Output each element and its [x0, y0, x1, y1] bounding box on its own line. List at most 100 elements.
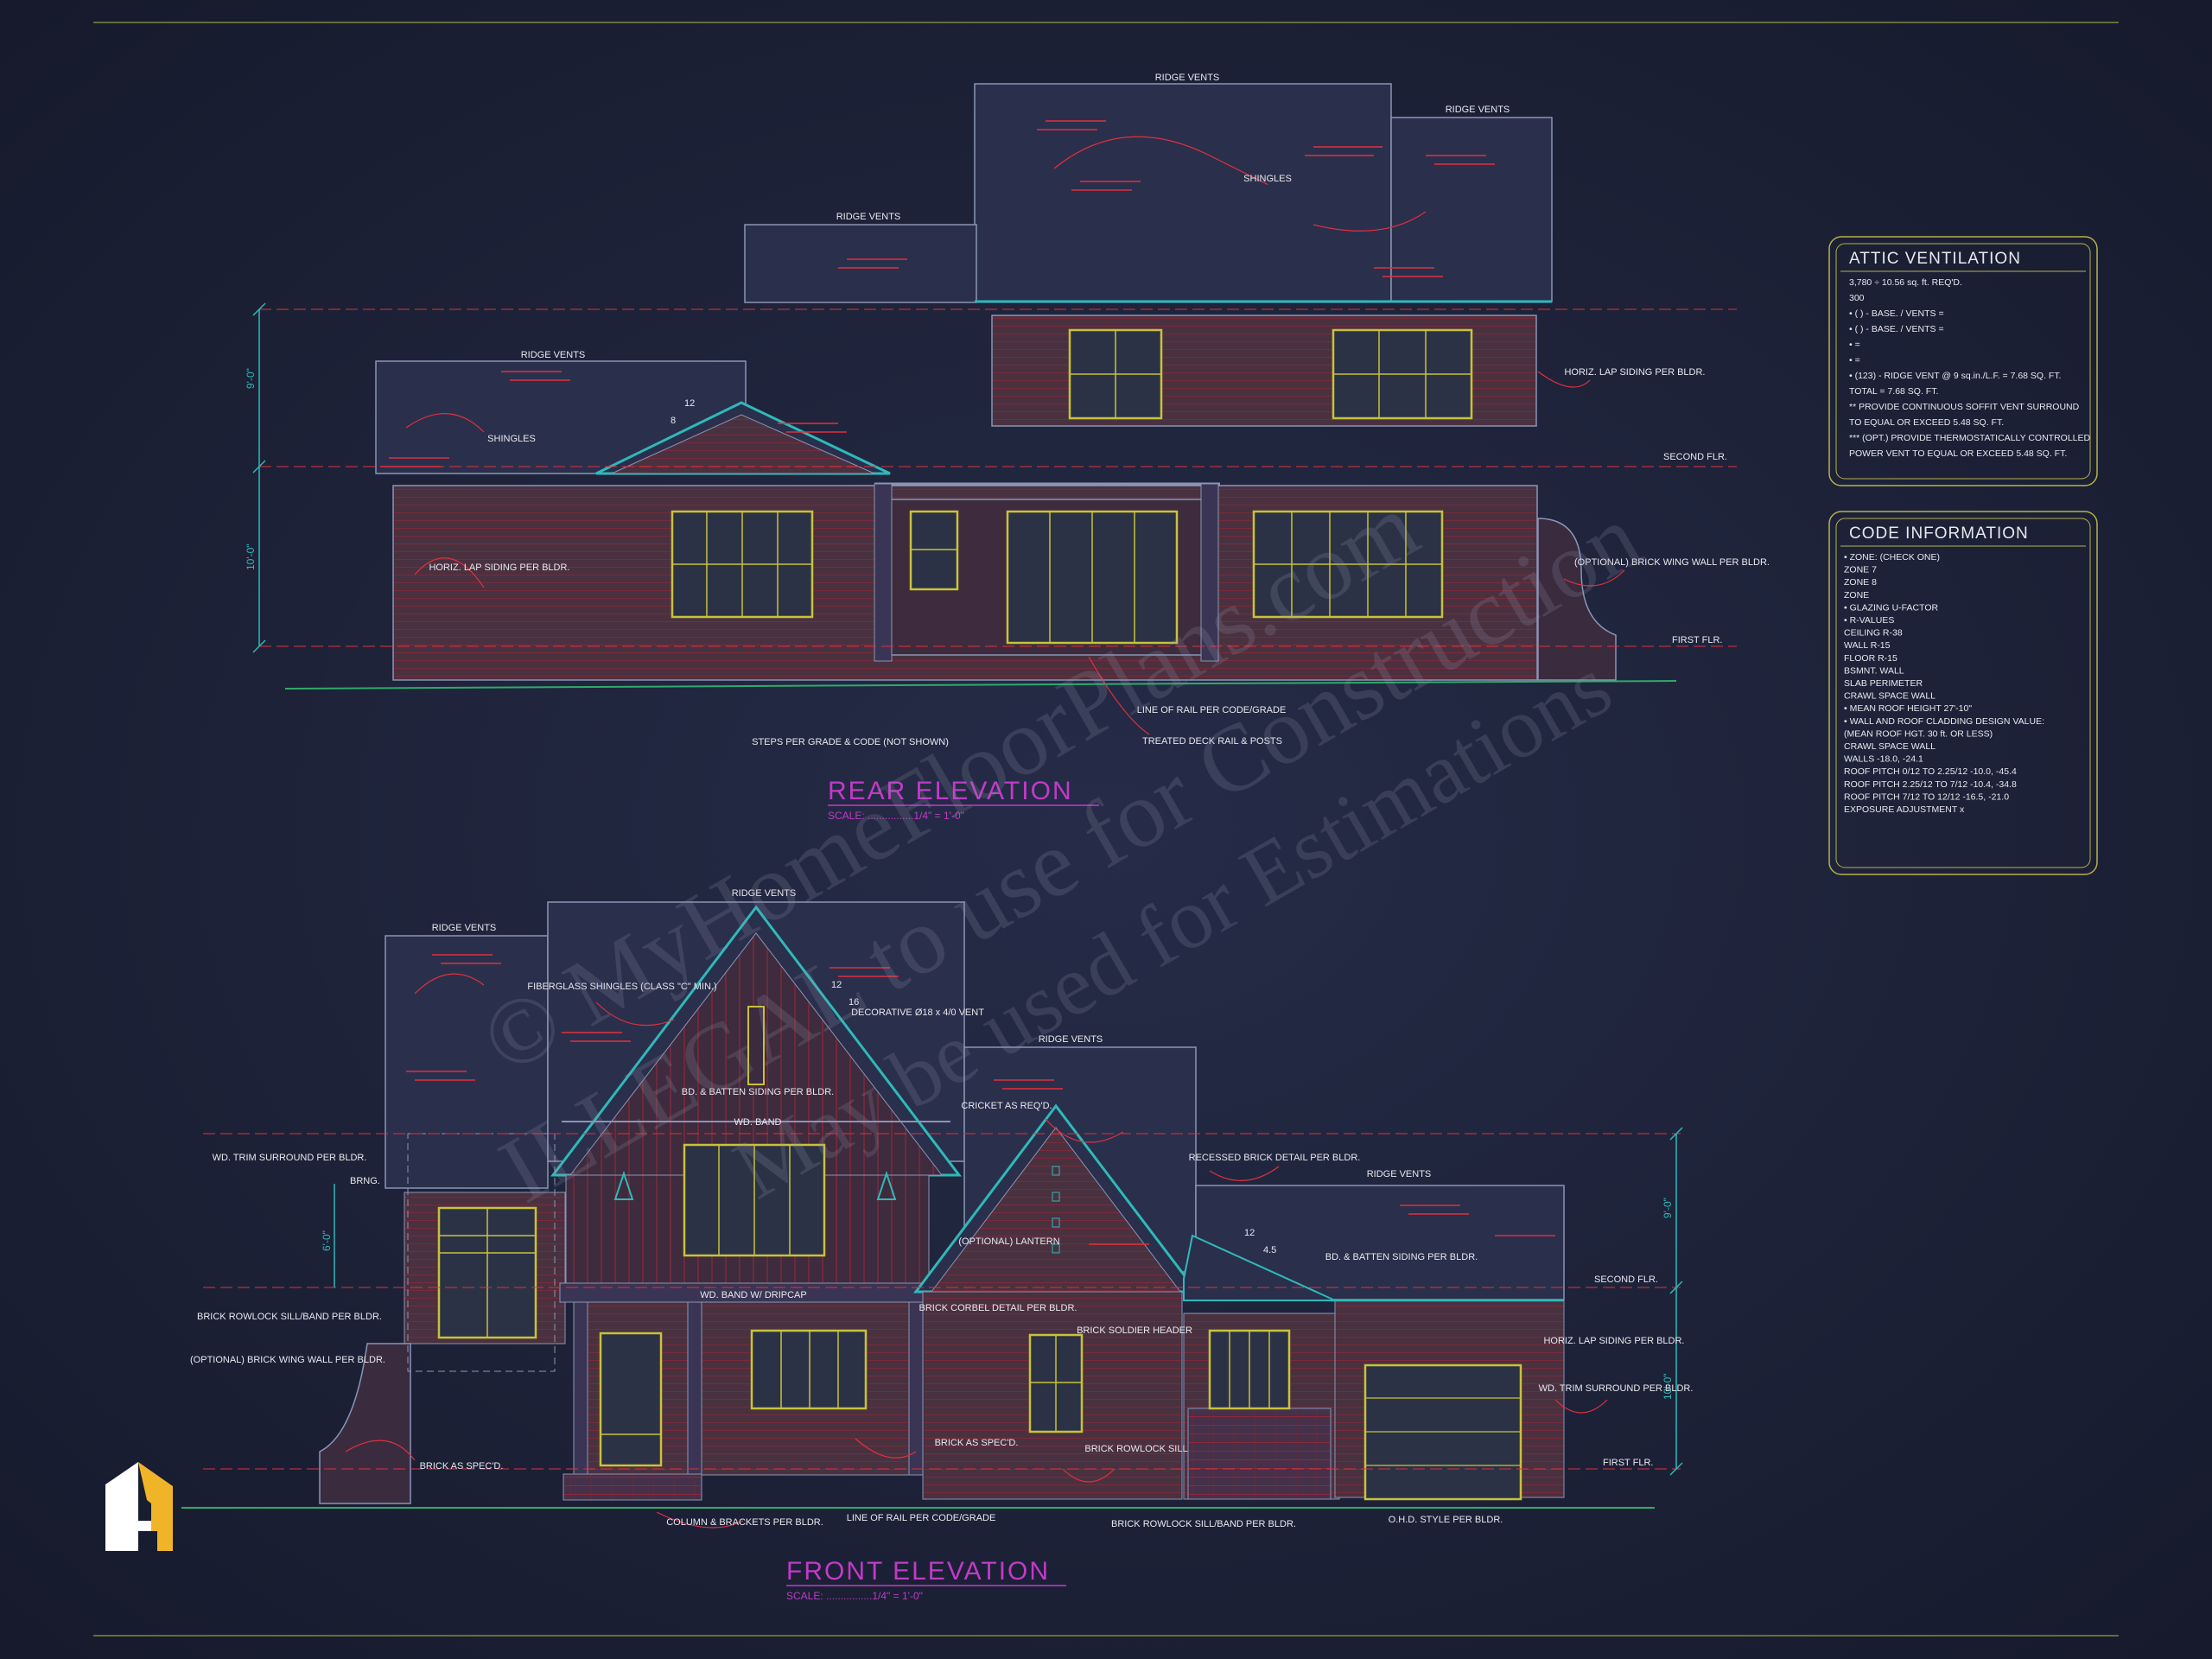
front-label-recessed-brick: RECESSED BRICK DETAIL PER BLDR.: [1189, 1153, 1361, 1163]
front-label-ridge-vents-1: RIDGE VENTS: [732, 888, 797, 899]
code-line: • MEAN ROOF HEIGHT 27'-10": [1844, 703, 1972, 714]
front-label-trim-surround-left: WD. TRIM SURROUND PER BLDR.: [213, 1153, 367, 1163]
rear-window-muntins: [672, 330, 1471, 643]
front-label-second-floor: SECOND FLR.: [1594, 1274, 1658, 1285]
rear-roofs: [375, 83, 1553, 474]
front-elevation-title: FRONT ELEVATION: [786, 1557, 1050, 1586]
code-line: WALL R-15: [1844, 640, 1891, 651]
rear-main-roof-upper: [974, 83, 1392, 302]
rear-label-line-of-rail: LINE OF RAIL PER CODE/GRADE: [1137, 705, 1287, 715]
front-label-ohd-style: O.H.D. STYLE PER BLDR.: [1389, 1515, 1503, 1525]
rear-floor-lines: [259, 308, 1737, 647]
code-line: FLOOR R-15: [1844, 653, 1897, 664]
code-panel-border-outer: [1828, 511, 2098, 875]
front-lanterns: [613, 1170, 897, 1200]
code-line: ROOF PITCH 7/12 TO 12/12 -16.5, -21.0: [1844, 791, 2009, 802]
rear-label-second-floor: SECOND FLR.: [1663, 452, 1727, 462]
front-label-batten-siding-2: BD. & BATTEN SIDING PER BLDR.: [1325, 1252, 1478, 1262]
front-label-wd-band: WD. BAND: [734, 1117, 782, 1128]
rear-porch-post-right: [1200, 483, 1219, 662]
front-label-lap-siding: HORIZ. LAP SIDING PER BLDR.: [1543, 1336, 1684, 1346]
code-line: • ZONE: (CHECK ONE): [1844, 552, 1940, 563]
front-dim-bay: 6'-0": [321, 1230, 333, 1251]
front-label-fiberglass-shingles: FIBERGLASS SHINGLES (CLASS "C" MIN.): [527, 982, 716, 992]
front-pitch-run-1: 16: [849, 997, 859, 1007]
attic-panel-title: ATTIC VENTILATION: [1849, 250, 2021, 268]
front-porch-columns: [573, 1301, 924, 1476]
rear-label-brick-wing-wall: (OPTIONAL) BRICK WING WALL PER BLDR.: [1574, 557, 1770, 568]
rear-brick-wing-wall: [1537, 518, 1617, 681]
rear-elevation: RIDGE VENTS RIDGE VENTS RIDGE VENTS RIDG…: [245, 73, 1770, 822]
rear-dim-lower: 10'-0": [245, 543, 257, 570]
front-floor-lines: [203, 1133, 1681, 1470]
code-panel-border-inner: [1835, 518, 2091, 868]
rear-middle-roof: [744, 224, 977, 303]
rear-pitch-rise: 12: [684, 398, 695, 409]
code-line: ROOF PITCH 2.25/12 TO 7/12 -10.4, -34.8: [1844, 779, 2017, 790]
attic-line: 300: [1849, 293, 1865, 303]
code-line: SLAB PERIMETER: [1844, 678, 1923, 689]
code-line: (MEAN ROOF HGT. 30 ft. OR LESS): [1844, 728, 1993, 739]
rear-main-roof-step: [1390, 117, 1553, 302]
front-label-rowlock-sill-left: BRICK ROWLOCK SILL/BAND PER BLDR.: [197, 1312, 382, 1322]
front-label-brick-wing-wall: (OPTIONAL) BRICK WING WALL PER BLDR.: [190, 1355, 385, 1365]
front-label-first-floor: FIRST FLR.: [1603, 1458, 1653, 1468]
front-pitch-rise-2: 12: [1244, 1228, 1255, 1238]
attic-line: • =: [1849, 355, 1860, 365]
attic-lines: 3,780 ÷ 10.56 sq. ft. REQ'D.300• ( ) - B…: [1849, 277, 2090, 459]
code-lines: • ZONE: (CHECK ONE) ZONE 7 ZONE 8 ZONE• …: [1844, 552, 2044, 815]
rear-elevation-scale: SCALE: ................1/4" = 1'-0": [828, 810, 964, 822]
front-label-decorative-vent: DECORATIVE Ø18 x 4/0 VENT: [851, 1007, 984, 1018]
rear-label-ridge-vents-3: RIDGE VENTS: [836, 212, 901, 222]
front-label-ridge-vents-3: RIDGE VENTS: [1039, 1034, 1103, 1045]
front-label-brick-2: BRICK AS SPEC'D.: [935, 1438, 1019, 1448]
front-label-lantern: (OPTIONAL) LANTERN: [958, 1236, 1059, 1247]
attic-line: • ( ) - BASE. / VENTS =: [1849, 324, 1944, 334]
rear-label-ridge-vents-1: RIDGE VENTS: [1155, 73, 1220, 83]
front-label-column-brackets: COLUMN & BRACKETS PER BLDR.: [666, 1517, 823, 1528]
front-label-soldier-header: BRICK SOLDIER HEADER: [1077, 1325, 1192, 1336]
front-label-wd-band-dripcap: WD. BAND W/ DRIPCAP: [700, 1290, 806, 1300]
attic-line: TO EQUAL OR EXCEED 5.48 SQ. FT.: [1849, 417, 2004, 428]
code-line: BSMNT. WALL: [1844, 665, 1904, 676]
front-steps: [563, 1473, 702, 1501]
rear-leaders: [405, 136, 1625, 735]
code-line: ZONE: [1844, 590, 1869, 601]
code-line: ZONE 7: [1844, 565, 1877, 575]
code-line: • R-VALUES: [1844, 615, 1894, 626]
front-dim-lower: 10'-0": [1662, 1373, 1674, 1400]
attic-line: *** (OPT.) PROVIDE THERMOSTATICALLY CONT…: [1849, 433, 2090, 443]
rear-label-lap-siding-left: HORIZ. LAP SIDING PER BLDR.: [429, 563, 569, 573]
front-label-rowlock-band: BRICK ROWLOCK SILL/BAND PER BLDR.: [1111, 1519, 1296, 1529]
rear-dim-upper: 9'-0": [245, 368, 257, 389]
front-brick-base: [1187, 1408, 1332, 1500]
front-window-porch: [750, 1329, 868, 1410]
rear-label-ridge-vents-4: RIDGE VENTS: [521, 350, 586, 360]
rear-label-ridge-vents-2: RIDGE VENTS: [1446, 105, 1510, 115]
rear-porch-post-left: [874, 483, 893, 662]
code-line: • WALL AND ROOF CLADDING DESIGN VALUE:: [1844, 716, 2044, 727]
front-leaders: [345, 973, 1608, 1529]
attic-panel-border-inner: [1835, 243, 2091, 480]
front-pitch-rise-1: 12: [831, 980, 842, 990]
rear-label-first-floor: FIRST FLR.: [1672, 635, 1722, 645]
front-label-brng: BRNG.: [350, 1176, 380, 1186]
code-line: WALLS -18.0, -24.1: [1844, 754, 1923, 765]
front-window-muntins: [439, 1145, 1270, 1432]
rear-label-lap-siding-right: HORIZ. LAP SIDING PER BLDR.: [1564, 367, 1705, 378]
front-label-rowlock-sill: BRICK ROWLOCK SILL: [1084, 1444, 1187, 1454]
rear-shingle-marks: [380, 120, 1495, 467]
code-information-panel: CODE INFORMATION • ZONE: (CHECK ONE) ZON…: [1828, 511, 2098, 875]
front-label-ridge-vents-4: RIDGE VENTS: [1367, 1169, 1432, 1179]
attic-line: TOTAL = 7.68 SQ. FT.: [1849, 386, 1938, 397]
front-label-ridge-vents-2: RIDGE VENTS: [432, 923, 497, 933]
rear-label-deck-rail: TREATED DECK RAIL & POSTS: [1142, 736, 1282, 747]
front-label-corbel-detail: BRICK CORBEL DETAIL PER BLDR.: [919, 1303, 1077, 1313]
code-panel-title: CODE INFORMATION: [1849, 524, 2029, 543]
house-logo-icon: [105, 1462, 173, 1551]
front-entry-door: [599, 1332, 663, 1467]
front-left-roof: [385, 935, 549, 1189]
front-label-brick-1: BRICK AS SPEC'D.: [420, 1461, 504, 1471]
code-line: EXPOSURE ADJUSTMENT x: [1844, 804, 1965, 815]
